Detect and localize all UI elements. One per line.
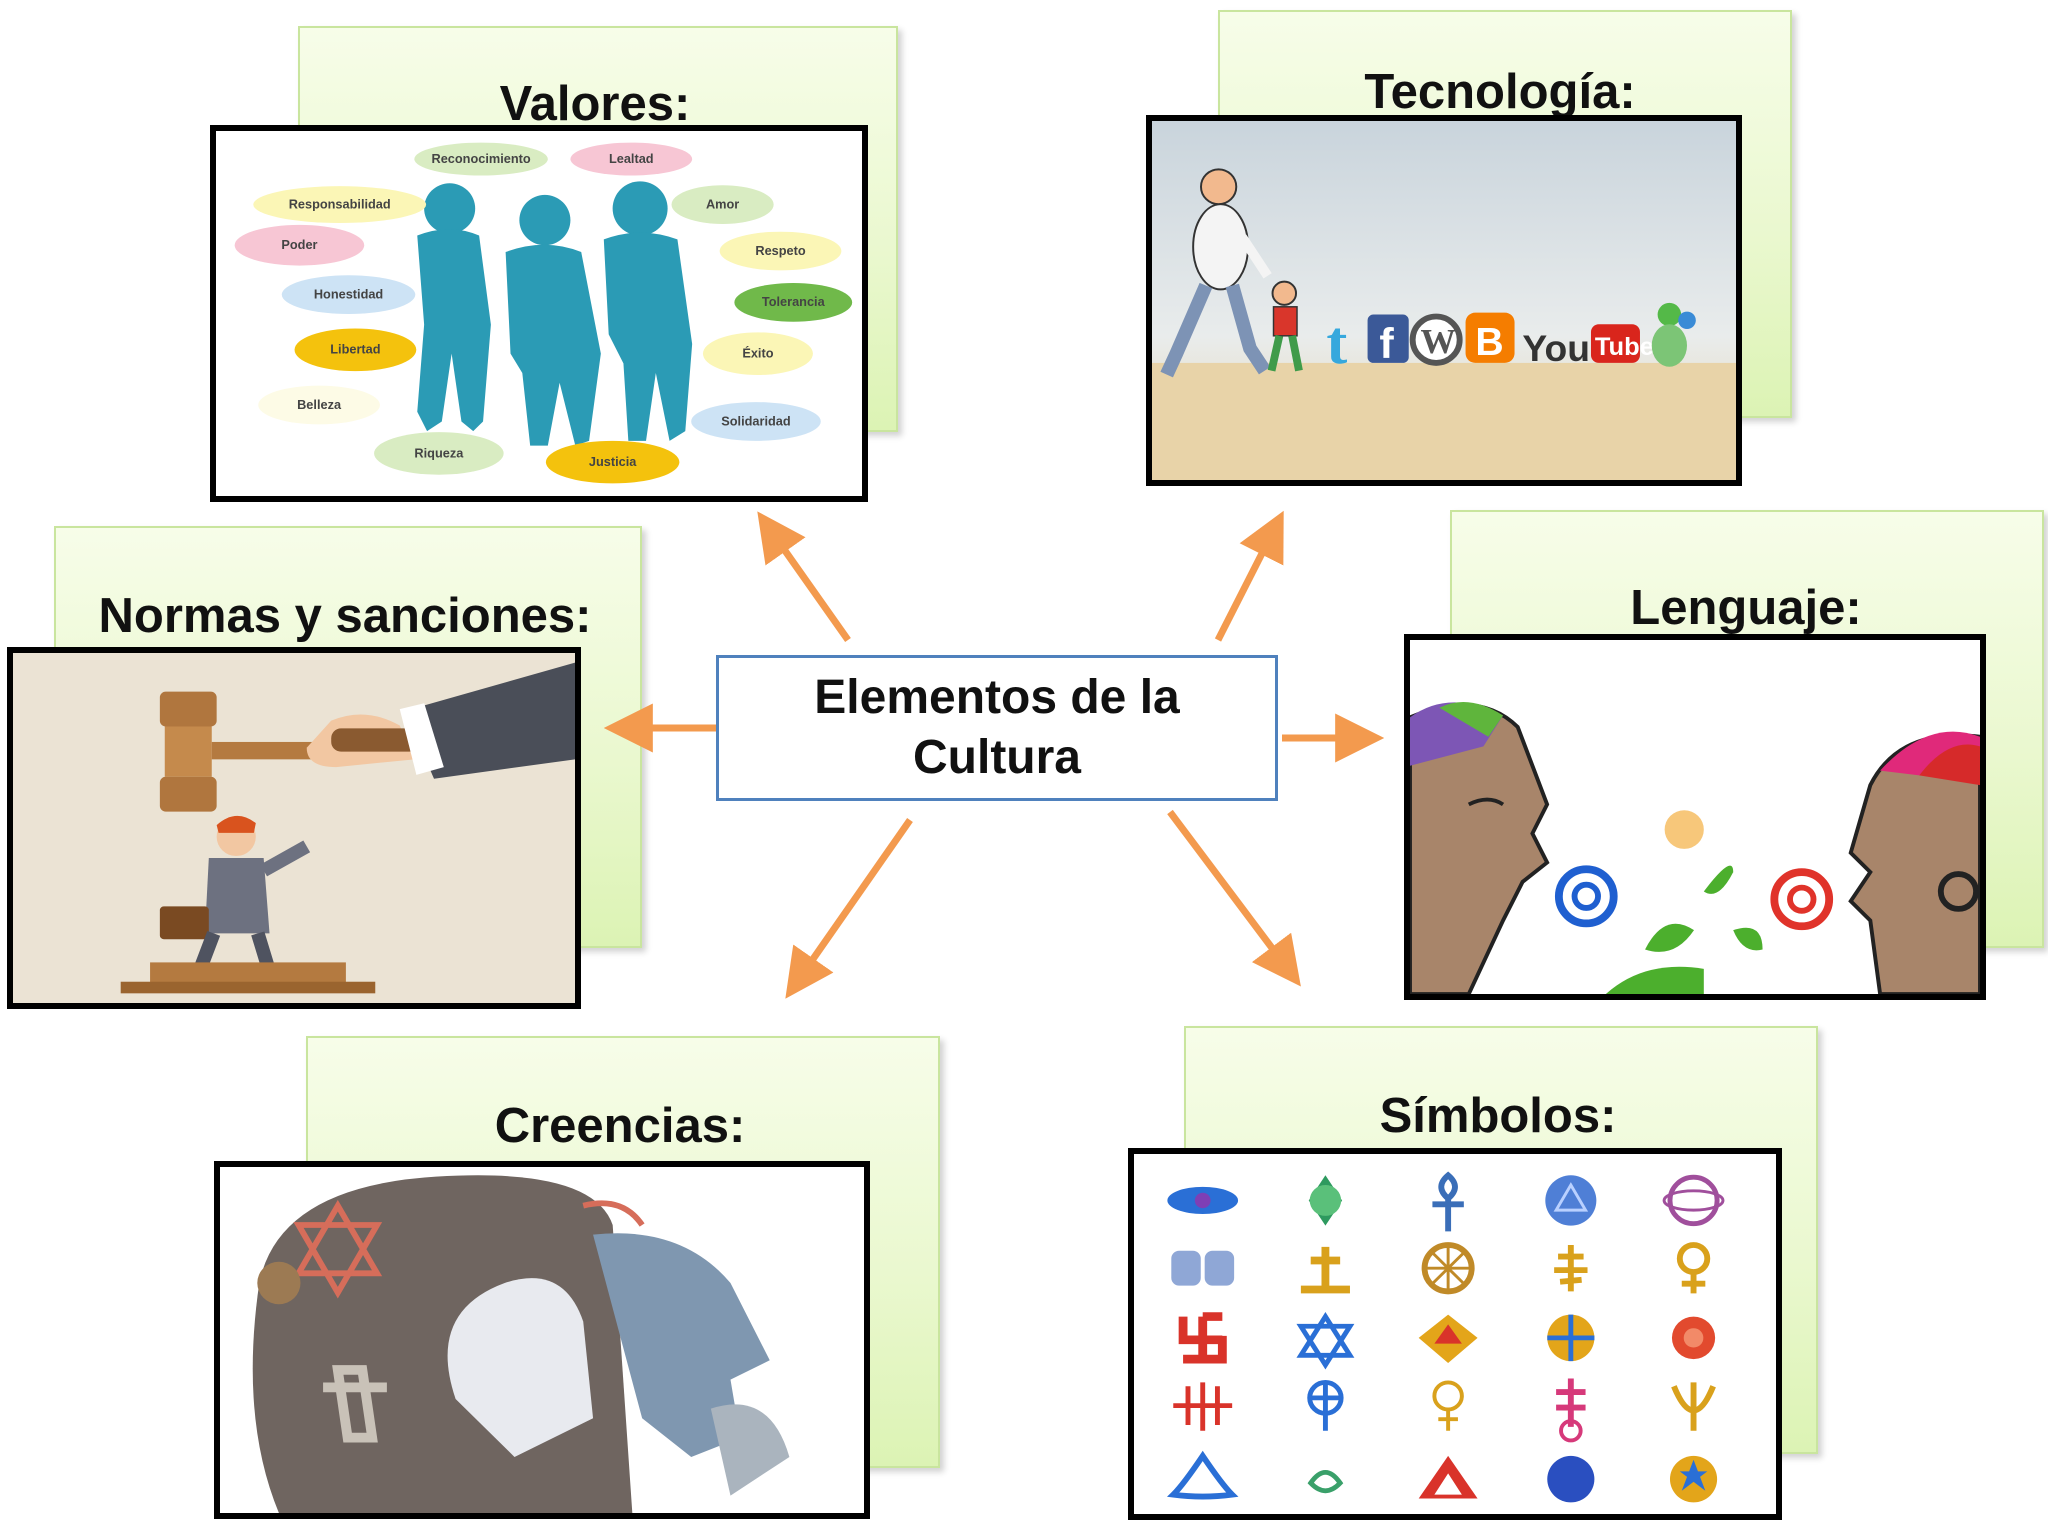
tag-lealtad: Lealtad xyxy=(609,152,654,166)
value-bubbles xyxy=(234,142,853,484)
simbolos-title: Símbolos: xyxy=(1379,1089,1617,1143)
svg-text:W: W xyxy=(1420,322,1455,361)
tecnologia-title: Tecnología: xyxy=(1364,65,1636,119)
normas-title: Normas y sanciones: xyxy=(98,589,592,643)
svg-text:You: You xyxy=(1522,328,1590,369)
tag-riqueza: Riqueza xyxy=(414,446,464,460)
valores-title: Valores: xyxy=(499,77,691,131)
tag-honestidad: Honestidad xyxy=(314,288,383,302)
right-face xyxy=(1848,731,1980,994)
tag-responsabilidad: Responsabilidad xyxy=(289,198,391,212)
arrow-to-creencias xyxy=(785,817,913,999)
arrow-to-valores xyxy=(757,511,851,643)
arrow-to-tecnologia xyxy=(1214,510,1284,642)
center-label: Elementos de la Cultura xyxy=(814,671,1180,784)
tag-justicia: Justicia xyxy=(589,455,637,469)
creencias-image xyxy=(214,1161,870,1519)
dharma-wheel xyxy=(257,1261,301,1305)
walking-man xyxy=(1160,168,1272,378)
center-node: Elementos de la Cultura xyxy=(716,655,1278,801)
social-icons: t f W B You Tube xyxy=(1326,302,1696,377)
ground xyxy=(1152,362,1736,480)
valores-image: Reconocimiento Lealtad Responsabilidad A… xyxy=(210,125,868,502)
businessman xyxy=(159,815,311,975)
lenguaje-image xyxy=(1404,634,1986,1000)
hand-in-suit xyxy=(306,662,575,779)
blue-face xyxy=(593,1233,770,1457)
symbols-grid xyxy=(1166,1171,1725,1503)
svg-text:Tube: Tube xyxy=(1595,333,1654,361)
tag-libertad: Libertad xyxy=(330,343,380,357)
lenguaje-title: Lenguaje: xyxy=(1630,581,1862,635)
svg-text:B: B xyxy=(1475,321,1503,364)
speech-symbols xyxy=(1554,810,1834,994)
tag-belleza: Belleza xyxy=(297,398,342,412)
arrow-to-simbolos xyxy=(1167,809,1301,987)
tag-reconocimiento: Reconocimiento xyxy=(432,152,531,166)
gavel-block xyxy=(150,962,346,984)
cross xyxy=(323,1365,387,1443)
tag-amor: Amor xyxy=(706,198,739,212)
tecnologia-image: t f W B You Tube xyxy=(1146,115,1742,486)
svg-text:f: f xyxy=(1379,320,1394,368)
praying-hands xyxy=(710,1404,790,1496)
people-silhouette xyxy=(417,181,693,446)
simbolos-image xyxy=(1128,1148,1782,1520)
svg-text:t: t xyxy=(1326,308,1347,377)
tag-tolerancia: Tolerancia xyxy=(762,295,826,309)
white-face xyxy=(447,1278,594,1457)
star-of-david xyxy=(293,1199,383,1299)
left-face xyxy=(1410,701,1550,994)
value-labels: Reconocimiento Lealtad Responsabilidad A… xyxy=(281,152,825,469)
tag-exito: Éxito xyxy=(742,346,773,361)
tag-poder: Poder xyxy=(281,238,317,252)
normas-image xyxy=(7,647,581,1009)
tag-solidaridad: Solidaridad xyxy=(721,414,790,428)
creencias-title: Creencias: xyxy=(494,1099,746,1153)
tag-respeto: Respeto xyxy=(755,244,806,258)
child xyxy=(1267,280,1303,372)
